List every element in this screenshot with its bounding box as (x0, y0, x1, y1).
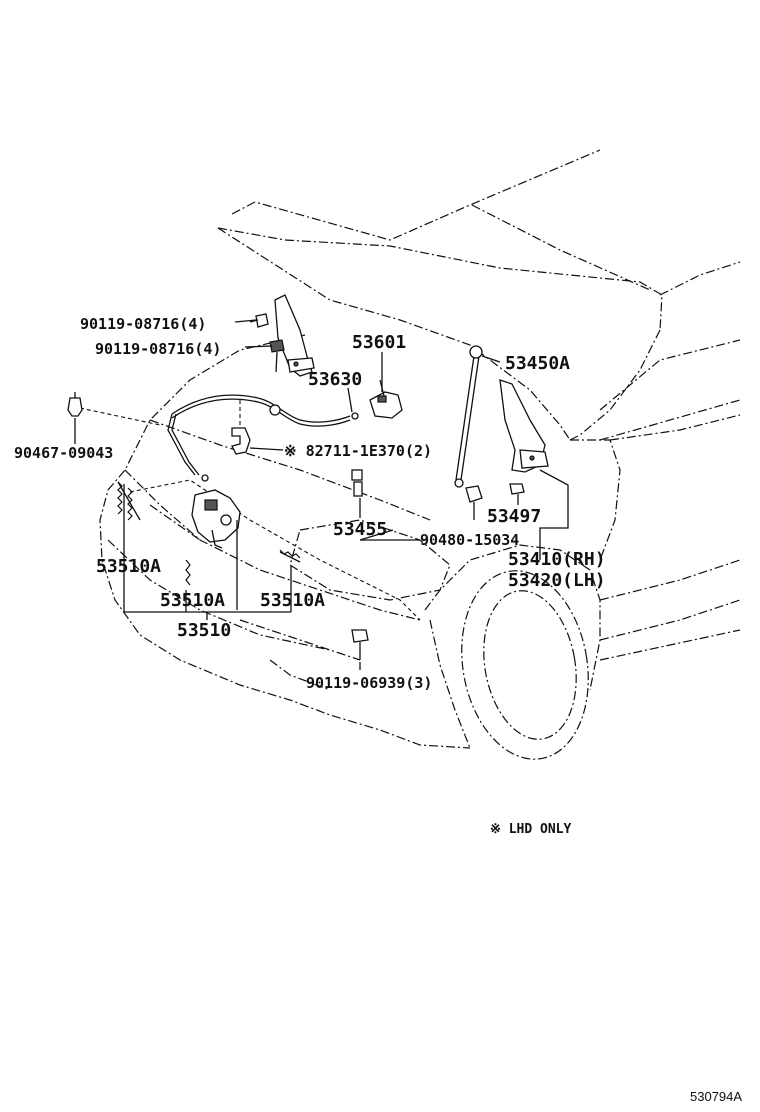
label-90480-15034: 90480-15034 (420, 531, 519, 549)
spring-mid-53510A (185, 559, 191, 586)
hood-lock-assy-53510 (191, 489, 241, 549)
label-53510A-mid: 53510A (160, 590, 225, 611)
hood-hinge-right-53410 (499, 379, 549, 473)
label-90119-08716-a: 90119-08716(4) (80, 315, 206, 333)
hood-hinge (274, 294, 315, 377)
label-90119-08716-b: 90119-08716(4) (95, 340, 221, 358)
figure-id: 530794A (690, 1089, 742, 1104)
clip-90467-09043 (67, 392, 83, 417)
label-53510A-left: 53510A (96, 556, 161, 577)
bolt-90119-08716-a (249, 313, 269, 328)
hood-lock-lever-53601 (369, 379, 403, 419)
bolt-90119-06939 (351, 629, 369, 660)
leader-lines (74, 319, 569, 670)
label-53601: 53601 (352, 332, 406, 353)
label-90467-09043: 90467-09043 (14, 444, 113, 462)
cushion-53497 (509, 483, 525, 495)
spring-right-53510A (279, 549, 301, 563)
hood-support-rod-53450A (454, 345, 483, 488)
label-53510: 53510 (177, 620, 231, 641)
part-labels: 90119-08716(4) 90119-08716(4) 53601 5363… (14, 315, 742, 1104)
clamp-82711 (231, 427, 251, 455)
label-53455: 53455 (333, 519, 387, 540)
label-53420-lh: 53420(LH) (508, 570, 606, 591)
grommet-90480-15034 (465, 485, 483, 503)
lhd-only-note: ※ LHD ONLY (490, 822, 572, 837)
spring-left-53510A (117, 481, 141, 521)
label-90119-06939: 90119-06939(3) (306, 674, 432, 692)
label-53510A-right: 53510A (260, 590, 325, 611)
label-82711-1E370: ※ 82711-1E370(2) (284, 442, 432, 460)
car-body-outline (79, 149, 741, 760)
label-53630: 53630 (308, 369, 362, 390)
label-53450A: 53450A (505, 353, 570, 374)
label-53410-rh: 53410(RH) (508, 549, 606, 570)
label-53497: 53497 (487, 506, 541, 527)
hood-release-cable (167, 394, 359, 482)
bolt-90119-08716-b (269, 339, 285, 373)
support-rod-holder-53455 (351, 469, 363, 497)
